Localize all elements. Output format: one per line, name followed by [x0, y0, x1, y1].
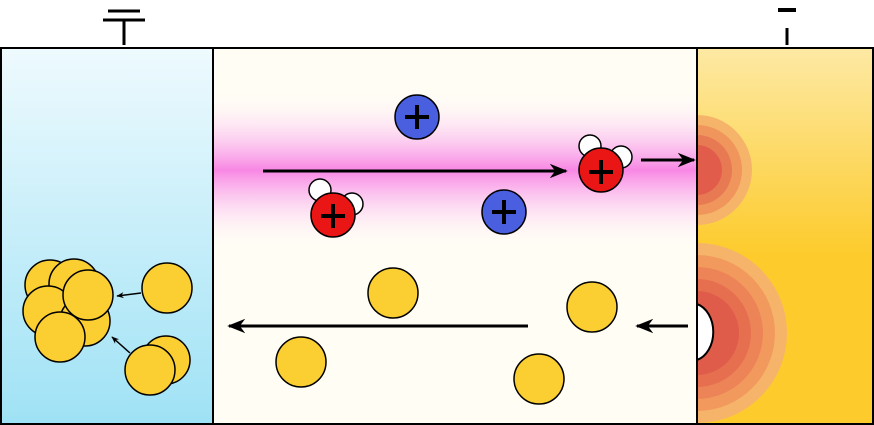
- deposit-arrow-lower: [111, 336, 131, 354]
- incoming-particle: [141, 262, 193, 314]
- metal-ion: [566, 281, 618, 333]
- cation: [394, 94, 440, 140]
- upper-corrosion-zone: [697, 115, 752, 225]
- hydronium-ion: [578, 134, 633, 193]
- negative-terminal: [778, 8, 796, 45]
- cation: [481, 189, 527, 235]
- plus-icon: [405, 105, 429, 129]
- cluster-particle: [62, 269, 114, 321]
- metal-ion: [275, 336, 327, 388]
- deposit-cluster: [22, 258, 114, 363]
- metal-ion: [513, 353, 565, 405]
- plus-icon: [492, 200, 516, 224]
- corrosion-zones: [697, 115, 787, 423]
- plus-icon: [321, 204, 345, 228]
- lower-corrosion-zone: [697, 243, 787, 423]
- dissolved-particles: [275, 267, 618, 405]
- plus-icon: [589, 160, 613, 184]
- metal-ion: [367, 267, 419, 319]
- incoming-particle: [124, 344, 176, 396]
- deposit-arrow-upper: [116, 292, 142, 299]
- ground-icon: [103, 9, 145, 45]
- hydronium-ion: [308, 178, 364, 238]
- cluster-particle: [34, 311, 86, 363]
- pit: [696, 302, 715, 362]
- incoming-particles: [124, 262, 193, 396]
